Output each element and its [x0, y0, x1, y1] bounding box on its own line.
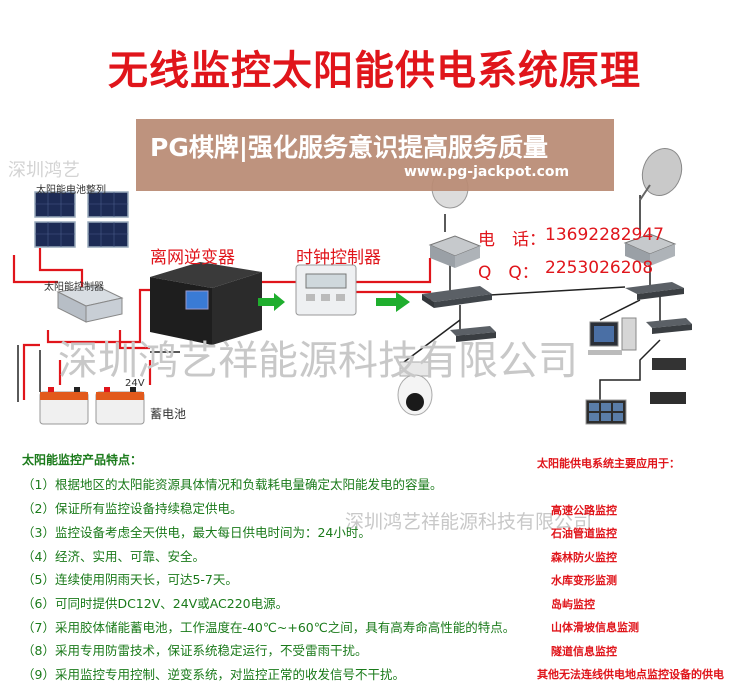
feature-item: （9）采用监控专用控制、逆变系统，对监控正常的收发信号不干扰。 — [22, 667, 405, 682]
watermark-center: 深圳鸿艺祥能源科技有限公司 — [58, 338, 578, 384]
phone-number: 13692282947 — [545, 225, 664, 245]
qq-label: Q Q： — [478, 263, 539, 283]
battery-label: 蓄电池 — [150, 407, 187, 421]
solar-array-label: 太阳能电池整列 — [36, 185, 106, 196]
left-network-devices — [422, 167, 496, 342]
feature-item: （1）根据地区的太阳能资源具体情况和负载耗电量确定太阳能发电的容量。 — [22, 477, 443, 492]
solar-controller-device — [56, 284, 124, 323]
application-item: 高速公路监控 — [551, 504, 617, 517]
applications-title: 太阳能供电系统主要应用于： — [537, 457, 680, 470]
battery-voltage-label: 24V — [125, 378, 145, 389]
inverter-label: 离网逆变器 — [150, 248, 235, 268]
page-title: 无线监控太阳能供电系统原理 — [108, 48, 641, 94]
timer-controller-device — [295, 264, 357, 316]
phone-label: 电 话： — [478, 230, 546, 250]
banner-url-link[interactable]: www.pg-jackpot.com — [404, 164, 570, 180]
feature-item: （8）采用专用防雷技术，保证系统稳定运行，不受雷雨干扰。 — [22, 643, 368, 658]
green-arrows — [258, 292, 410, 312]
features-title: 太阳能监控产品特点： — [22, 453, 143, 467]
application-item: 其他无法连线供电地点监控设备的供电 — [537, 668, 724, 681]
feature-item: （5）连续使用阴雨天长，可达5-7天。 — [22, 572, 238, 587]
application-item: 森林防火监控 — [551, 551, 617, 564]
feature-item: （4）经济、实用、可靠、安全。 — [22, 549, 205, 564]
computer-workstation — [588, 317, 686, 404]
monitor-wall — [585, 399, 627, 425]
inverter-device — [150, 262, 262, 345]
feature-item: （7）采用胶体储能蓄电池，工作温度在-40℃~+60℃之间，具有高寿命高性能的特… — [22, 620, 516, 635]
controller-label: 太阳能控制器 — [44, 282, 104, 293]
application-item: 石油管道监控 — [551, 527, 617, 540]
watermark-mid-right: 深圳鸿艺祥能源科技有限公司 — [345, 511, 593, 533]
feature-item: （2）保证所有监控设备持续稳定供电。 — [22, 501, 243, 516]
watermark-top-left: 深圳鸿艺 — [8, 160, 80, 181]
banner-headline[interactable]: PG棋牌|强化服务意识提高服务质量 — [150, 133, 548, 162]
feature-item: （6）可同时提供DC12V、24V或AC220电源。 — [22, 596, 289, 611]
right-network-devices — [623, 148, 692, 334]
ptz-dome-camera — [397, 361, 433, 416]
application-item: 隧道信息监控 — [551, 645, 617, 658]
timer-label: 时钟控制器 — [296, 248, 381, 268]
application-item: 山体滑坡信息监测 — [551, 621, 639, 634]
promo-banner[interactable] — [136, 119, 614, 191]
red-wires — [12, 248, 432, 400]
application-item: 水库变形监测 — [551, 574, 617, 587]
qq-number: 2253026208 — [545, 258, 654, 278]
application-item: 岛屿监控 — [551, 598, 595, 611]
solar-panel-array — [34, 191, 129, 248]
feature-item: （3）监控设备考虑全天供电，最大每日供电时间为：24小时。 — [22, 525, 371, 540]
black-wires — [17, 195, 670, 402]
battery-bank — [39, 387, 145, 425]
